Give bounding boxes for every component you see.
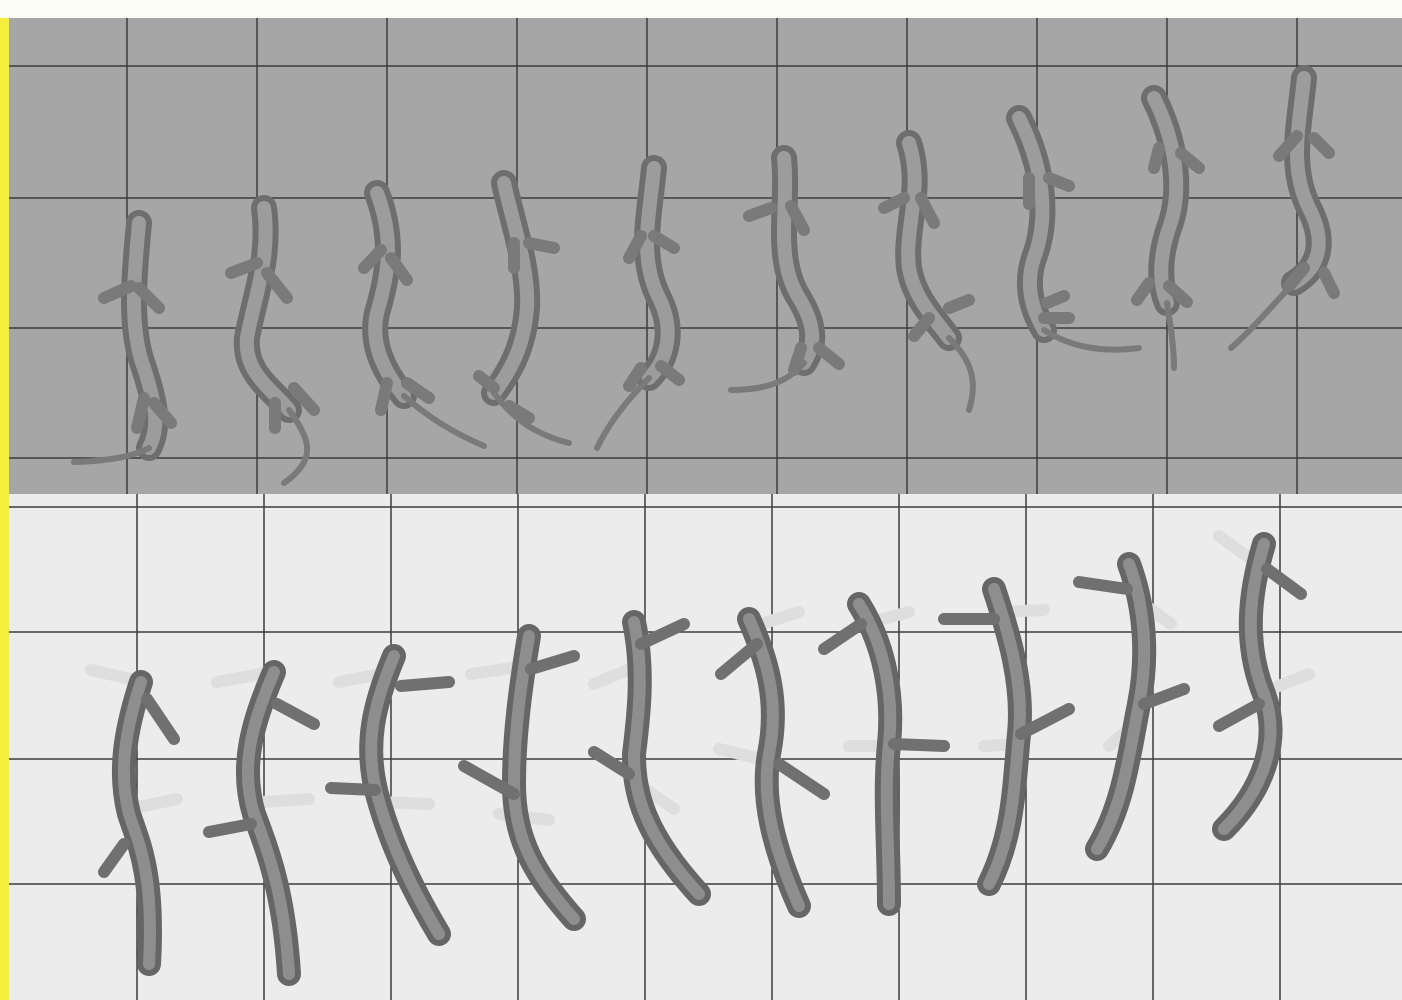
side-view-figure [9,18,1402,494]
side-view-panel [9,18,1402,494]
top-margin [0,0,1402,18]
top-view-panel [9,494,1402,1000]
top-view-background [9,494,1402,1000]
side-view-background [9,18,1402,494]
left-edge-strip [0,0,9,1000]
top-view-figure [9,494,1402,1000]
